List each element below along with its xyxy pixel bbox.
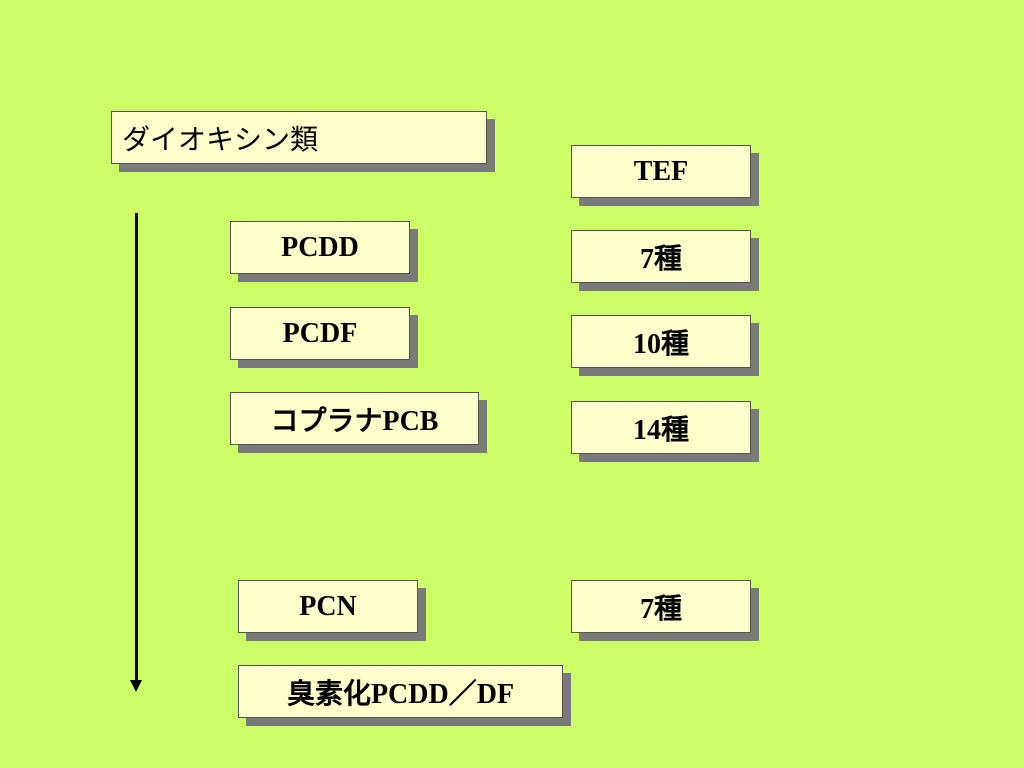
pcdd-tef-label: 7種 <box>639 243 682 275</box>
down-arrow-icon <box>130 680 142 692</box>
tef-header-label: TEF <box>633 155 689 187</box>
pcn-tef-label: 7種 <box>639 593 682 625</box>
coplanar-pcb-tef-box: 14種 <box>571 401 751 454</box>
coplanar-pcb-tef-label: 14種 <box>632 414 689 446</box>
dioxins-title-label: ダイオキシン類 <box>122 124 319 156</box>
pcn-label: PCN <box>299 590 357 622</box>
dioxins-title-box: ダイオキシン類 <box>111 111 487 164</box>
coplanar-pcb-label: コプラナPCB <box>270 405 439 437</box>
pcdf-box: PCDF <box>230 307 410 360</box>
pcdd-box: PCDD <box>230 221 410 274</box>
pcdf-tef-box: 10種 <box>571 315 751 368</box>
pcn-box: PCN <box>238 580 418 633</box>
tef-header-box: TEF <box>571 145 751 198</box>
brominated-pcdd-df-label: 臭素化PCDD／DF <box>286 678 515 710</box>
coplanar-pcb-box: コプラナPCB <box>230 392 479 445</box>
brominated-pcdd-df-box: 臭素化PCDD／DF <box>238 665 563 718</box>
pcdd-label: PCDD <box>281 231 359 263</box>
pcdf-tef-label: 10種 <box>632 328 689 360</box>
pcn-tef-box: 7種 <box>571 580 751 633</box>
down-arrow-line <box>135 213 138 683</box>
pcdd-tef-box: 7種 <box>571 230 751 283</box>
pcdf-label: PCDF <box>282 317 358 349</box>
